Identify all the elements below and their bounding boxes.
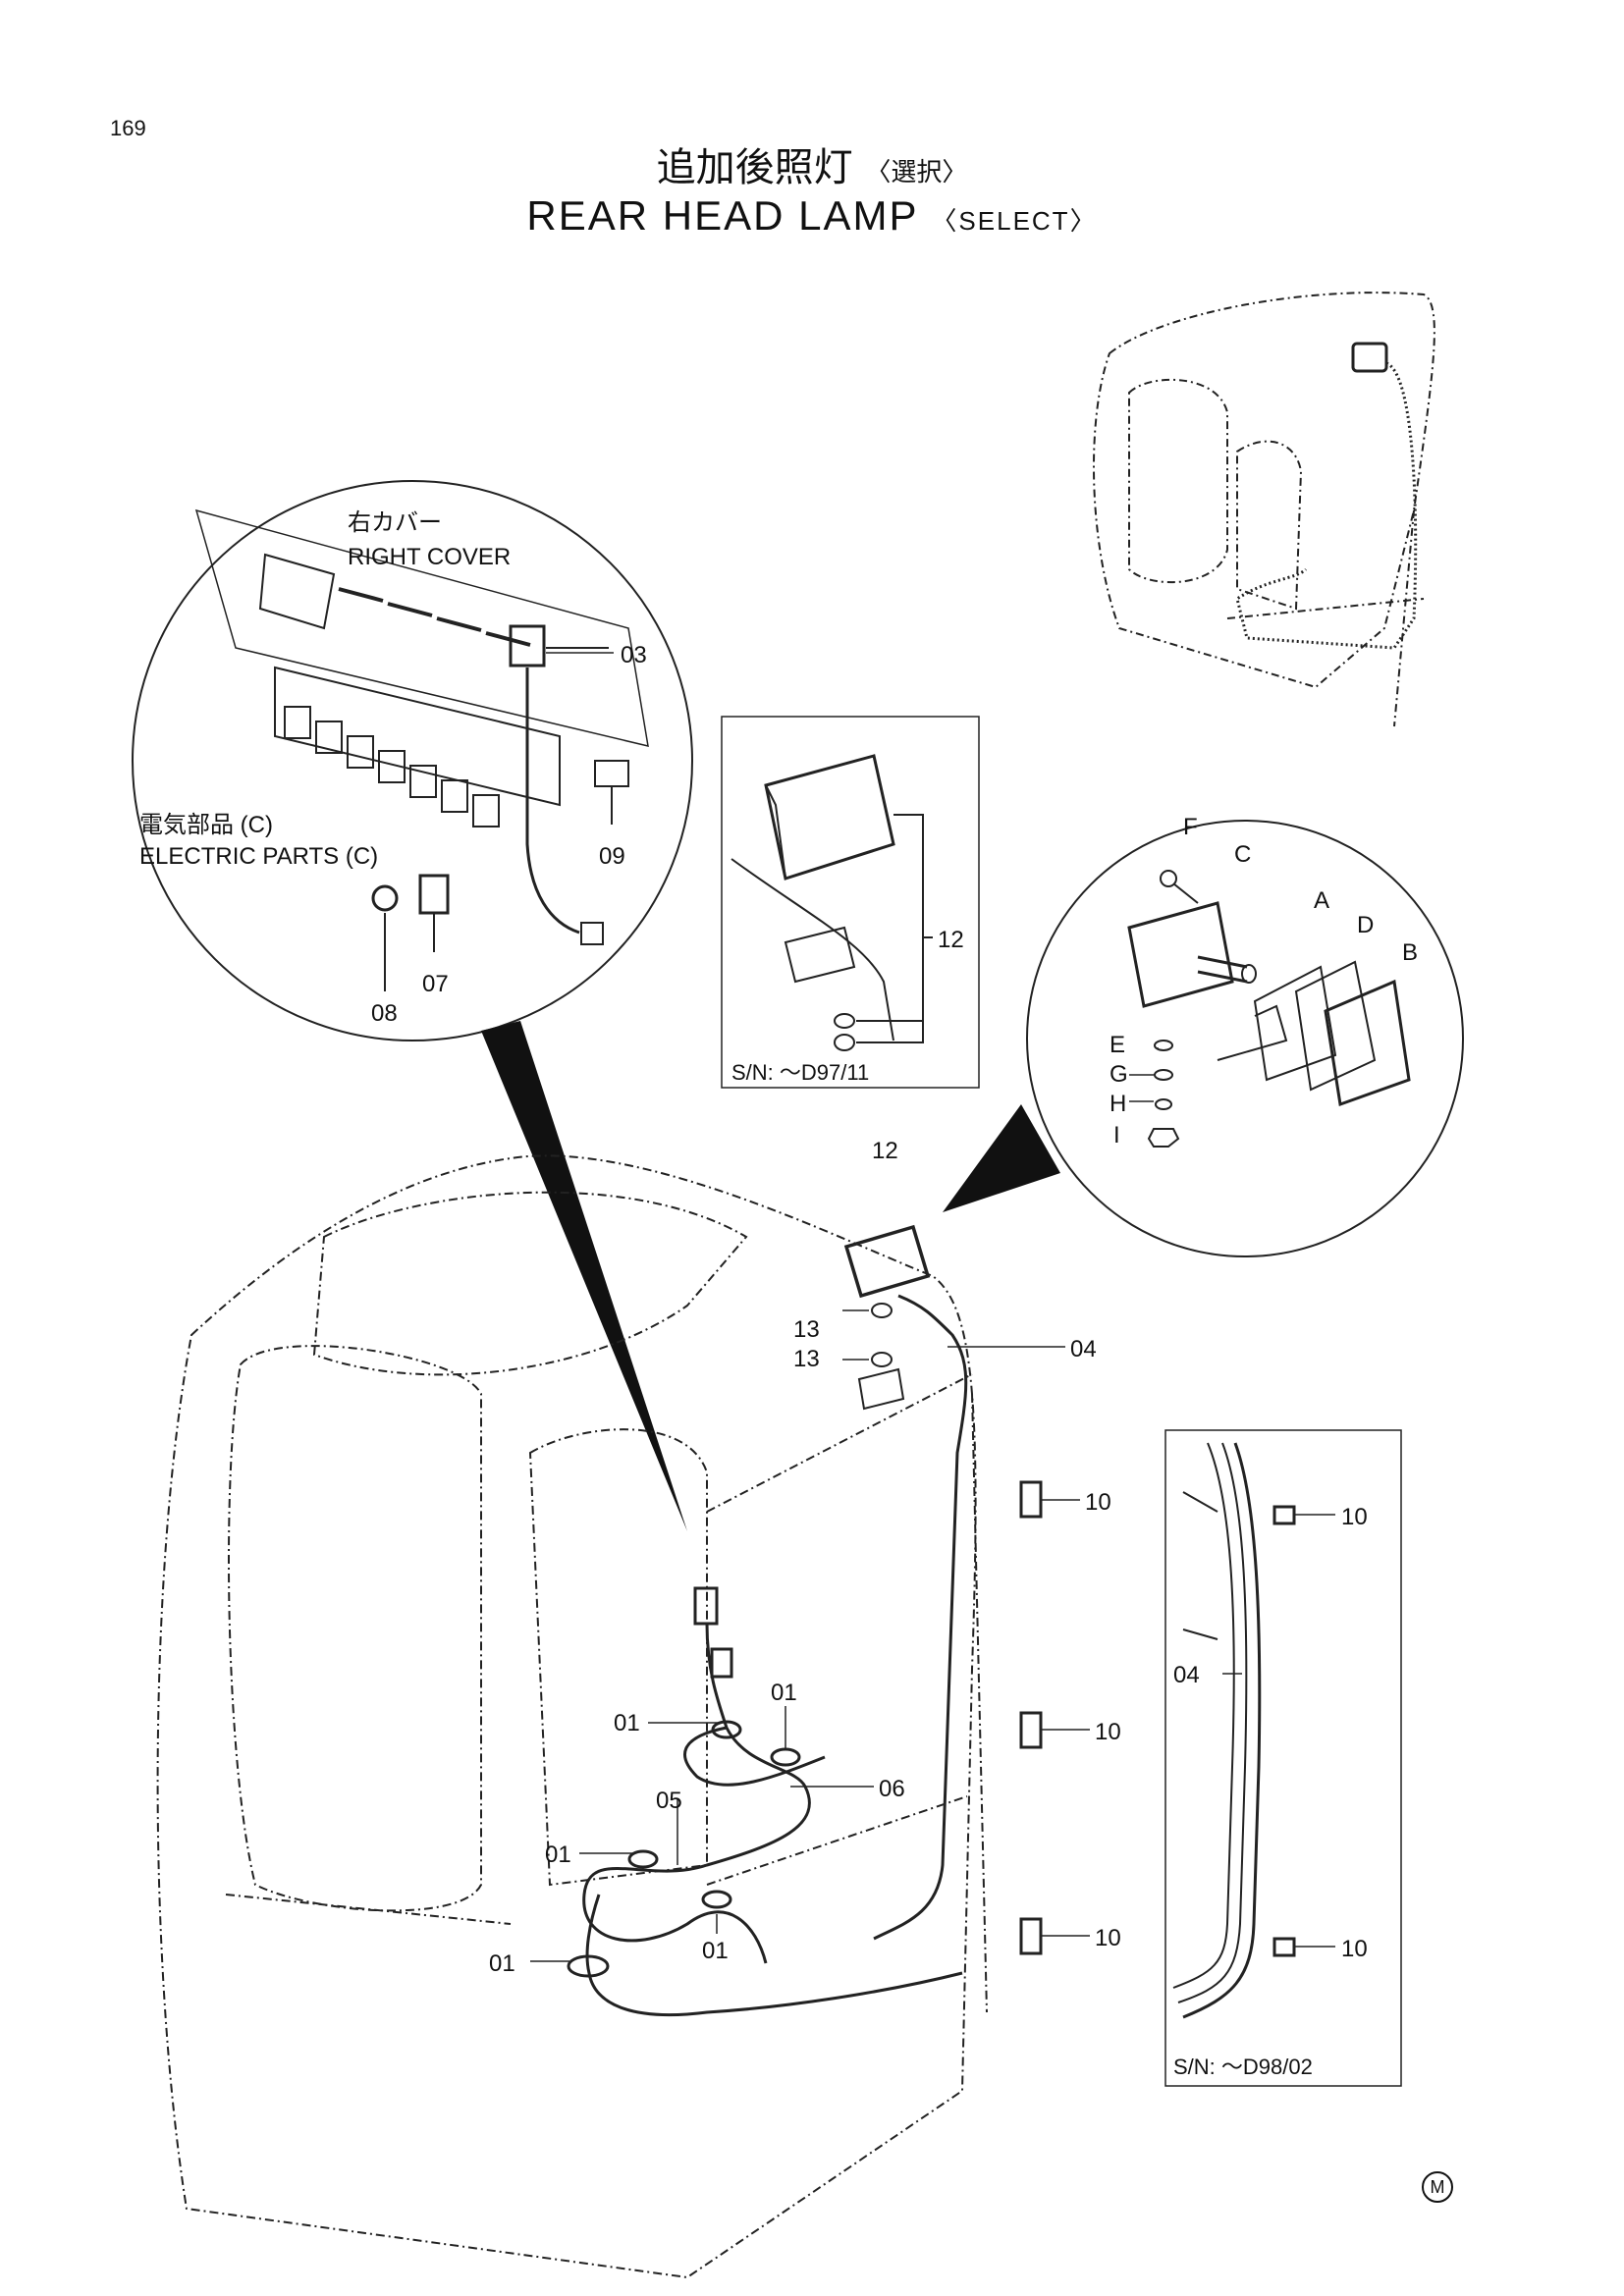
inset-lamp-bracket <box>721 716 980 1089</box>
serial-note-lamp: S/N: ～D97/11 <box>731 1060 869 1085</box>
lamp-part-A: A <box>1314 887 1329 914</box>
serial-note-harness: S/N: ～D98/02 <box>1173 2055 1313 2079</box>
callout-12-inset: 12 <box>938 927 964 953</box>
title-jp-main: 追加後照灯 <box>656 145 853 190</box>
title-jp-select: 〈選択〉 <box>865 158 968 187</box>
cab-main-lamp <box>843 1224 968 1941</box>
lamp-part-F: F <box>1183 814 1198 840</box>
connector-03 <box>509 624 546 667</box>
callout-10-inset-top: 10 <box>1341 1504 1368 1530</box>
pointer-right-cover <box>481 1021 687 1531</box>
label-electric-parts-jp: 電気部品 (C) <box>139 812 273 838</box>
cab-small-lamp <box>1235 342 1418 650</box>
callout-03: 03 <box>621 642 647 668</box>
callout-07: 07 <box>422 971 449 997</box>
callout-06: 06 <box>879 1776 905 1802</box>
lamp-part-B: B <box>1402 939 1418 966</box>
cab-overview-small <box>1093 292 1435 727</box>
cab-main <box>156 1154 988 2279</box>
callout-10-inset-bottom: 10 <box>1341 1936 1368 1962</box>
callout-10-bottom: 10 <box>1095 1925 1121 1951</box>
label-right-cover-jp: 右カバー <box>348 509 442 536</box>
callout-01-b: 01 <box>614 1710 640 1736</box>
detail-circle-right-cover <box>132 480 693 1041</box>
wire-harness <box>567 1586 963 2017</box>
callout-01-d: 01 <box>702 1938 729 1964</box>
callout-09: 09 <box>599 843 625 870</box>
callout-01-c: 01 <box>545 1842 571 1868</box>
callout-04-main: 04 <box>1070 1336 1097 1362</box>
callout-13-upper: 13 <box>793 1316 820 1343</box>
label-09 <box>594 760 629 787</box>
lamp-part-E: E <box>1110 1032 1125 1058</box>
label-right-cover-en: RIGHT COVER <box>348 544 511 570</box>
lamp-part-I: I <box>1113 1122 1120 1148</box>
title-en-select: 〈SELECT〉 <box>931 206 1098 236</box>
callout-10-top: 10 <box>1085 1489 1111 1516</box>
lamp-part-G: G <box>1110 1061 1128 1088</box>
leader-lines <box>530 652 1335 1962</box>
title-en-main: REAR HEAD LAMP <box>526 192 918 239</box>
relay-row <box>284 706 500 828</box>
part-07 <box>418 874 450 915</box>
callout-01-e: 01 <box>489 1950 515 1977</box>
label-electric-parts-en: ELECTRIC PARTS (C) <box>139 843 378 870</box>
callout-04-inset: 04 <box>1173 1662 1200 1688</box>
screw-08 <box>371 884 399 912</box>
clip-10-main <box>1019 1480 1043 1955</box>
detail-circle-lamp <box>1026 820 1464 1257</box>
lamp-part-C: C <box>1234 841 1251 868</box>
inset-harness-routing <box>1164 1429 1402 2087</box>
page-number: 169 <box>110 116 146 140</box>
callout-12-main: 12 <box>872 1138 898 1164</box>
lamp-part-H: H <box>1110 1091 1126 1117</box>
pointer-lamp <box>943 1104 1060 1212</box>
callout-13-lower: 13 <box>793 1346 820 1372</box>
title-english: REAR HEAD LAMP 〈SELECT〉 <box>0 192 1624 240</box>
callout-10-mid: 10 <box>1095 1719 1121 1745</box>
title-japanese: 追加後照灯 〈選択〉 <box>0 135 1624 192</box>
callout-08: 08 <box>371 1000 398 1027</box>
manufacturer-mark: M <box>1422 2171 1453 2203</box>
callout-01-a: 01 <box>771 1680 797 1706</box>
callout-05: 05 <box>656 1788 682 1814</box>
lamp-part-D: D <box>1357 912 1374 938</box>
